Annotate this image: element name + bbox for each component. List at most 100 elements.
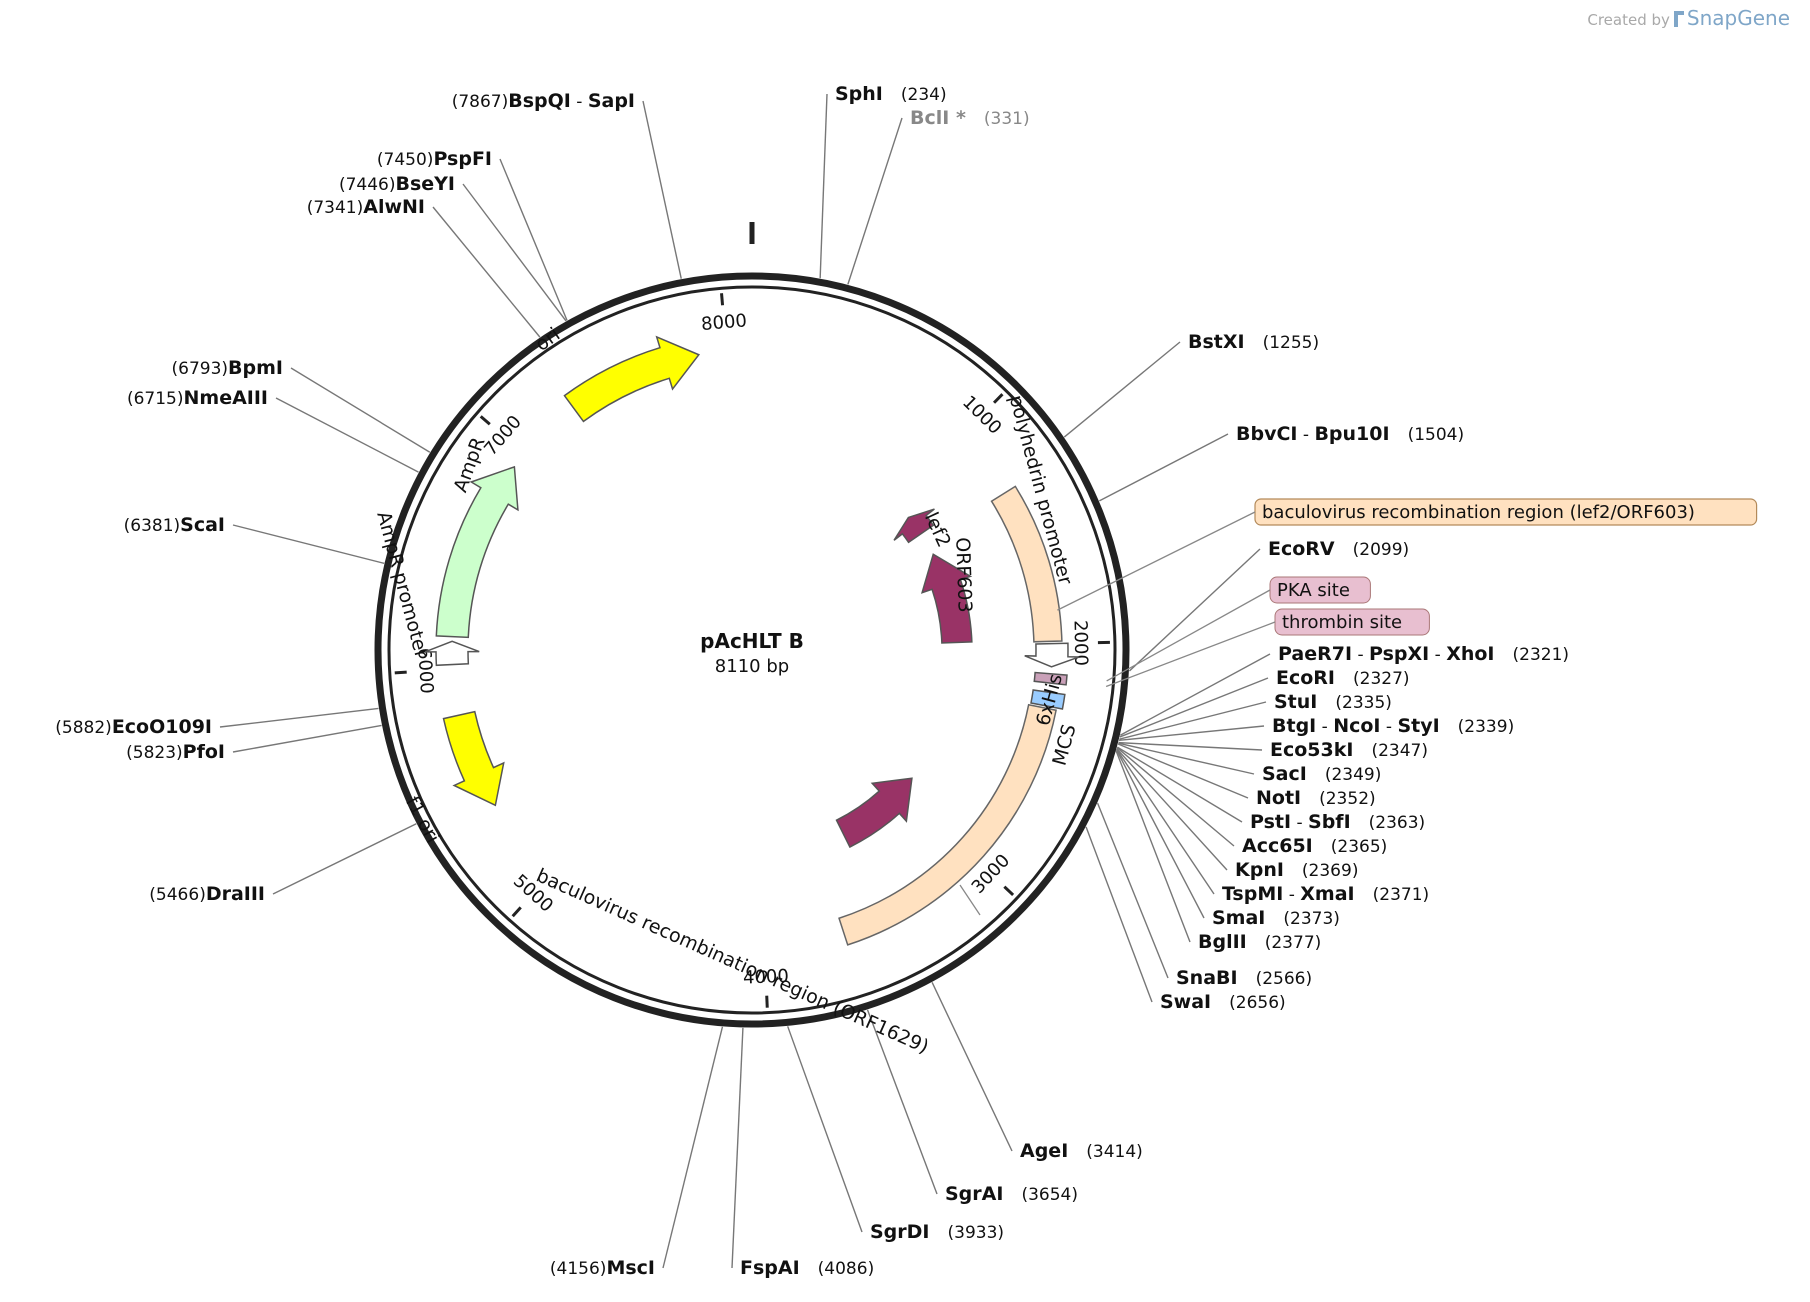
site-enzyme-name: SgrAI [945, 1183, 1003, 1205]
site-bseyi[interactable]: (7446)BseYI [339, 173, 455, 195]
site-position: (7341) [307, 198, 364, 218]
site-ecori[interactable]: EcoRI(2327) [1276, 667, 1410, 689]
site-sgrdi[interactable]: SgrDI(3933) [870, 1221, 1004, 1243]
site-leader [1063, 341, 1181, 438]
site-position: (2349) [1325, 765, 1382, 785]
site-bcli[interactable]: BclI *(331) [910, 107, 1030, 129]
site-pfoi[interactable]: (5823)PfoI [126, 741, 225, 763]
site-enzyme-name: BseYI [395, 173, 455, 195]
site-leader [1118, 742, 1255, 775]
tick-label: 8000 [700, 310, 747, 335]
site-sgrai[interactable]: SgrAI(3654) [945, 1183, 1078, 1205]
site-stui[interactable]: StuI(2335) [1274, 691, 1392, 713]
site-scai[interactable]: (6381)ScaI [124, 514, 225, 536]
site-bbvci[interactable]: BbvCI - Bpu10I(1504) [1236, 423, 1464, 445]
site-eco0109i[interactable]: (5882)EcoO109I [55, 716, 212, 738]
site-leader [866, 1009, 938, 1195]
site-leader [1115, 750, 1191, 943]
feature-ampr-promoter[interactable] [424, 640, 480, 667]
site-leader [275, 397, 419, 473]
site-bglii[interactable]: BglII(2377) [1198, 931, 1321, 953]
site-enzyme-name: NcoI [1333, 715, 1380, 737]
site-leader [1116, 746, 1243, 823]
site-leader [819, 93, 828, 279]
site-draiii[interactable]: (5466)DraIII [149, 883, 265, 905]
site-msci[interactable]: (4156)MscI [550, 1257, 655, 1279]
site-eco53ki[interactable]: Eco53kI(2347) [1270, 739, 1428, 761]
site-enzyme-name: SnaBI [1176, 967, 1238, 989]
site-position: (5823) [126, 743, 183, 763]
feature-ampr[interactable] [435, 465, 519, 639]
site-enzyme-name: SbfI [1308, 811, 1351, 833]
site-enzyme-name: EcoO109I [112, 716, 212, 738]
site-smai[interactable]: SmaI (2373) [1212, 907, 1340, 929]
feature-six-his[interactable] [1033, 671, 1068, 686]
site-sphi[interactable]: SphI(234) [835, 83, 947, 105]
site-leader [1118, 741, 1263, 751]
tag-thrombin-site: thrombin site [1282, 612, 1402, 633]
site-position: (2373) [1283, 909, 1340, 929]
site-swai[interactable]: SwaI(2656) [1160, 991, 1286, 1013]
site-pspfi[interactable]: (7450)PspFI [377, 148, 492, 170]
site-leader [1116, 749, 1215, 895]
tick-mark [992, 393, 1004, 404]
site-leader [272, 823, 417, 895]
feature-orf1629[interactable] [835, 777, 913, 849]
region-baculo-orf1629[interactable] [838, 703, 1057, 946]
site-kpni[interactable]: KpnI(2369) [1235, 859, 1358, 881]
site-enzyme-name: MscI [606, 1257, 655, 1279]
site-psti[interactable]: PstI - SbfI(2363) [1250, 811, 1425, 833]
site-noti[interactable]: NotI(2352) [1256, 787, 1376, 809]
site-enzyme-name: BbvCI [1236, 423, 1297, 445]
site-tspmi[interactable]: TspMI - XmaI(2371) [1222, 883, 1429, 905]
site-leader [931, 982, 1013, 1152]
site-enzyme-name: TspMI [1222, 883, 1283, 905]
site-ecorv[interactable]: EcoRV(2099) [1268, 538, 1409, 560]
site-agei[interactable]: AgeI(3414) [1020, 1140, 1143, 1162]
feature-orf603[interactable] [920, 553, 973, 644]
site-enzyme-name: SacI [1262, 763, 1307, 785]
site-enzyme-name: SmaI [1212, 907, 1265, 929]
site-leader [1128, 548, 1261, 672]
site-enzyme-name: FspAI [740, 1257, 800, 1279]
feature-mcs[interactable] [1030, 689, 1066, 710]
site-paer7i[interactable]: PaeR7I - PspXI - XhoI(2321) [1278, 643, 1569, 665]
site-position: (6381) [124, 516, 181, 536]
site-enzyme-name: PaeR7I [1278, 643, 1352, 665]
tick-mark [1003, 885, 1015, 897]
site-alwni[interactable]: (7341)AlwNI [307, 196, 425, 218]
site-position: (5882) [55, 718, 112, 738]
site-leader [290, 367, 431, 453]
site-enzyme-name: BpmI [228, 357, 283, 379]
site-saci[interactable]: SacI (2349) [1262, 763, 1381, 785]
site-enzyme-name: PspFI [433, 148, 492, 170]
feature-lef2[interactable] [893, 508, 935, 544]
site-acc65i[interactable]: Acc65I(2365) [1242, 835, 1387, 857]
site-leader [232, 524, 385, 565]
site-position: (3414) [1086, 1142, 1143, 1162]
feature-polyhedrin-promoter[interactable] [1024, 642, 1080, 668]
site-bspqi[interactable]: (7867)BspQI - SapI [452, 90, 635, 112]
site-position: (2347) [1371, 741, 1428, 761]
site-separator: - [1283, 885, 1300, 905]
region-baculo-lef2[interactable] [990, 485, 1063, 643]
site-leader-lines [219, 93, 1271, 1269]
site-position: (331) [984, 109, 1030, 129]
site-leader [232, 724, 382, 753]
site-leader [219, 707, 379, 728]
site-position: (2099) [1353, 540, 1410, 560]
site-position: (7867) [452, 92, 509, 112]
site-bstxi[interactable]: BstXI(1255) [1188, 331, 1319, 353]
site-fspai[interactable]: FspAI(4086) [740, 1257, 874, 1279]
site-nmeaiii[interactable]: (6715)NmeAIII [127, 387, 268, 409]
feature-ori[interactable] [563, 335, 701, 423]
site-separator: - [1291, 813, 1308, 833]
site-bpmi[interactable]: (6793)BpmI [172, 357, 283, 379]
backbone-ring [374, 222, 1130, 1028]
site-enzyme-name: StuI [1274, 691, 1317, 713]
site-snabi[interactable]: SnaBI(2566) [1176, 967, 1312, 989]
site-btgi[interactable]: BtgI - NcoI - StyI(2339) [1272, 715, 1514, 737]
feature-f1-ori[interactable] [442, 710, 505, 807]
site-enzyme-name: SwaI [1160, 991, 1211, 1013]
